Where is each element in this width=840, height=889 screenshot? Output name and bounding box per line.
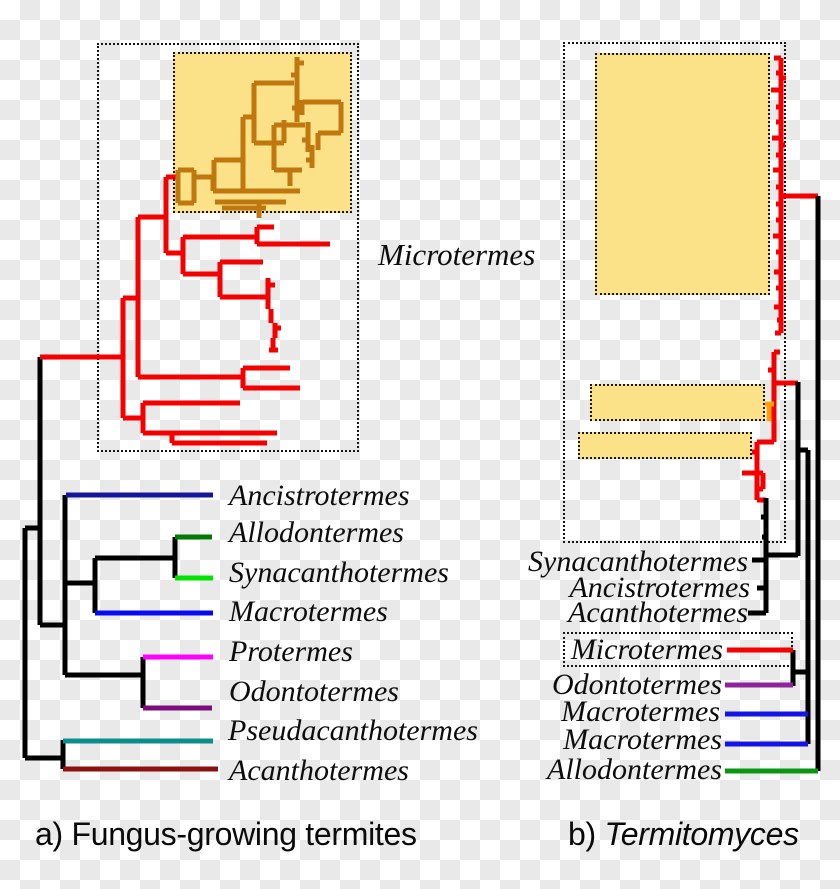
panel-a-caption-text: a) Fungus-growing termites: [35, 816, 417, 852]
panel-a-caption: a) Fungus-growing termites: [35, 815, 417, 853]
taxon-label-b-allodontermes: Allodontermes: [547, 753, 722, 786]
taxon-label-b-synacanthotermes: Synacanthotermes: [528, 545, 748, 578]
panel-b-clade-outline-box: [563, 42, 786, 543]
tree-a-orange-clade: [175, 57, 344, 218]
taxon-label-a-ancistrotermes: Ancistrotermes: [229, 479, 410, 512]
taxon-label-a-synacanthotermes: Synacanthotermes: [229, 556, 449, 589]
tree-a-terminal-branches: [63, 492, 218, 772]
panel-b-caption-name: Termitomyces: [604, 816, 799, 852]
taxon-label-b-microtermes: Microtermes: [570, 633, 723, 666]
panel-b-caption-prefix: b): [568, 816, 605, 852]
panel-a-clade-outline-box: [97, 43, 359, 452]
tree-a-black-backbone: [22, 357, 178, 769]
taxon-label-a-macrotermes: Macrotermes: [229, 595, 388, 628]
tree-b-red-spine: [742, 55, 818, 503]
panel-a-clade-label: Microtermes: [378, 237, 536, 272]
tree-b-terminal-branches: [725, 647, 818, 774]
taxon-label-b-ancistrotermes: Ancistrotermes: [569, 571, 750, 604]
taxon-label-a-allodontermes: Allodontermes: [229, 516, 404, 549]
panel-b-caption: b) Termitomyces: [568, 815, 799, 853]
tree-a-red-clade: [40, 174, 330, 446]
panel-b-highlight-box-small-2: [578, 432, 752, 459]
taxon-label-a-acanthotermes: Acanthotermes: [229, 754, 409, 787]
tree-b-orange-connector: [765, 401, 774, 421]
panel-b-highlight-box-small-1: [590, 384, 765, 421]
taxon-label-b-macrotermes-1: Macrotermes: [561, 695, 720, 728]
taxon-label-a-protermes: Protermes: [229, 635, 353, 668]
taxon-label-b-acanthotermes: Acanthotermes: [568, 596, 748, 629]
panel-b-highlight-box-large: [595, 53, 770, 295]
taxon-label-b-macrotermes-2: Macrotermes: [563, 723, 722, 756]
taxon-label-b-odontotermes: Odontotermes: [552, 668, 722, 701]
taxon-label-a-odontotermes: Odontotermes: [229, 675, 399, 708]
tree-b-black-backbone: [748, 196, 821, 771]
taxon-label-a-pseudacanthotermes: Pseudacanthotermes: [228, 714, 478, 747]
